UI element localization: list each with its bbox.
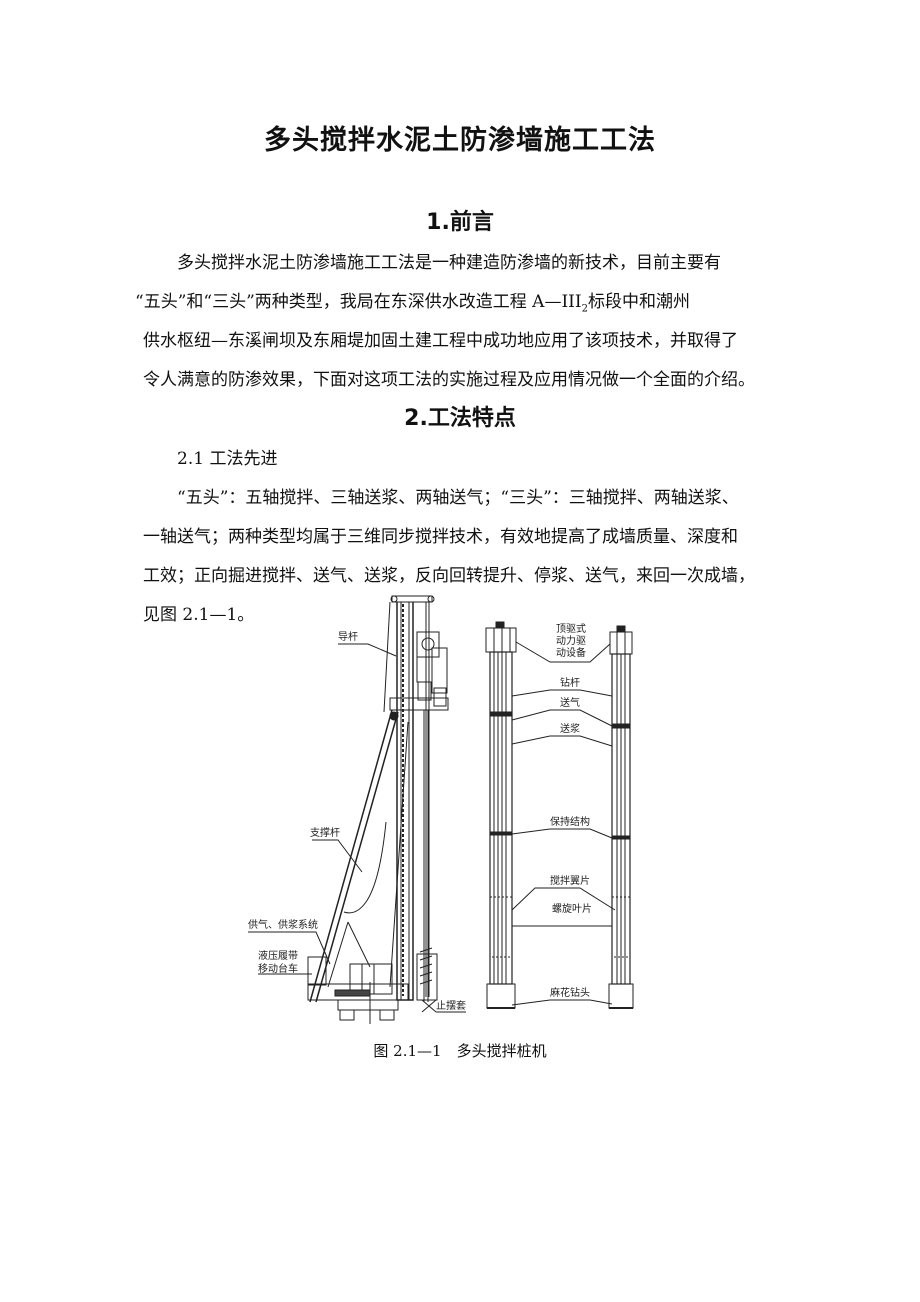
label-twist-bit: 麻花钻头 [550,986,590,999]
mixing-columns-drawing [485,621,634,1009]
label-crawler-1: 液压履带 [258,949,298,962]
paragraph-line: 令人满意的防渗效果，下面对这项工法的实施过程及应用情况做一个全面的介绍。 [143,370,755,390]
paragraph-line: “五头”：五轴搅拌、三轴送浆、两轴送气；“三头”：三轴搅拌、两轴送浆、 [177,488,739,508]
label-top-drive-3: 动设备 [556,646,586,659]
paragraph-line: “五头”和“三头”两种类型，我局在东深供水改造工程 A—III2标段中和潮州 [135,292,690,315]
label-drill-rod: 钻杆 [560,676,580,689]
figure-pile-machine: 导杆 支撑杆 供气、供浆系统 液压履带 移动台车 止摆套 顶驱式 动力驱 动设备… [240,592,680,1024]
label-top-drive-1: 顶驱式 [556,622,586,635]
section-heading-preface: 1.前言 [426,210,494,235]
label-air-feed: 送气 [560,696,580,709]
label-anti-sway: 止摆套 [436,999,466,1012]
label-top-drive-2: 动力驱 [556,634,586,647]
paragraph-line: 多头搅拌水泥土防渗墙施工工法是一种建造防渗墙的新技术，目前主要有 [177,253,721,273]
label-mixing-blade: 搅拌翼片 [550,874,590,887]
mast-drawing [307,595,449,1024]
pile-machine-diagram: 导杆 支撑杆 供气、供浆系统 液压履带 移动台车 止摆套 顶驱式 动力驱 动设备… [248,595,634,1024]
features-paragraph: “五头”：五轴搅拌、三轴送浆、两轴送气；“三头”：三轴搅拌、两轴送浆、 一轴送气… [143,479,783,635]
document-title: 多头搅拌水泥土防渗墙施工工法 [264,125,656,156]
label-spiral-blade: 螺旋叶片 [552,902,592,915]
label-slurry-feed: 送浆 [560,722,580,735]
paragraph-line: 一轴送气；两种类型均属于三维同步搅拌技术，有效地提高了成墙质量、深度和 [143,527,738,547]
label-air-slurry-system: 供气、供浆系统 [248,918,318,931]
figure-caption: 图 2.1—1 多头搅拌桩机 [373,1042,547,1060]
label-crawler-2: 移动台车 [258,962,298,975]
subsection-heading: 2.1 工法先进 [177,449,278,469]
label-guide-rod: 导杆 [338,631,358,643]
paragraph-line: 供水枢纽—东溪闸坝及东厢堤加固土建工程中成功地应用了该项技术，并取得了 [143,331,738,351]
label-holding-structure: 保持结构 [550,815,590,828]
paragraph-line: 工效；正向掘进搅拌、送气、送浆，反向回转提升、停浆、送气，来回一次成墙， [143,566,755,586]
preface-paragraph: 多头搅拌水泥土防渗墙施工工法是一种建造防渗墙的新技术，目前主要有 “五头”和“三… [135,244,783,400]
label-support-rod: 支撑杆 [310,826,340,839]
paragraph-line: 见图 2.1—1。 [143,605,255,625]
section-heading-features: 2.工法特点 [404,406,516,431]
